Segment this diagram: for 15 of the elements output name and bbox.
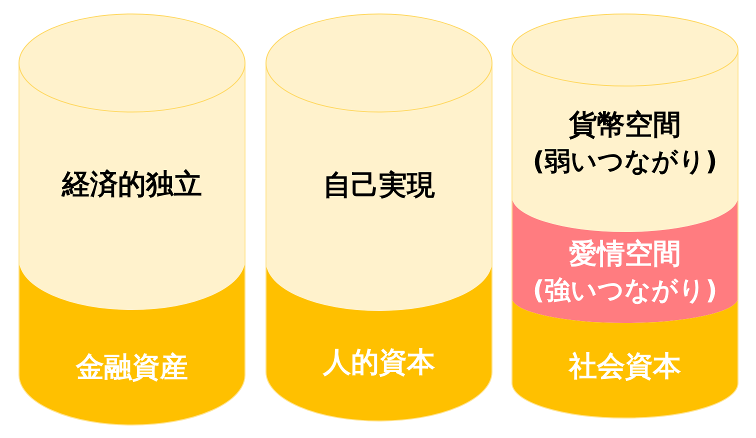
cylinder-label: 経済的独立 bbox=[62, 166, 202, 203]
cylinder-label: 自己実現 bbox=[323, 168, 435, 204]
cylinder-label: 金融資産 bbox=[76, 350, 188, 386]
cylinder-section bbox=[266, 262, 492, 421]
cylinder-section bbox=[19, 260, 245, 425]
cylinder-label: 愛情空間 bbox=[569, 236, 681, 272]
cylinder-label: 人的資本 bbox=[323, 344, 435, 381]
cylinder-label: (弱いつながり) bbox=[532, 145, 718, 178]
cylinder bbox=[512, 14, 738, 418]
cylinder-label: (強いつながり) bbox=[532, 274, 718, 308]
cylinder bbox=[266, 14, 492, 421]
cylinder bbox=[19, 14, 245, 425]
cylinder-label: 社会資本 bbox=[569, 348, 681, 385]
cylinder-label: 貨幣空間 bbox=[569, 106, 681, 143]
cylinder-section bbox=[512, 197, 738, 323]
